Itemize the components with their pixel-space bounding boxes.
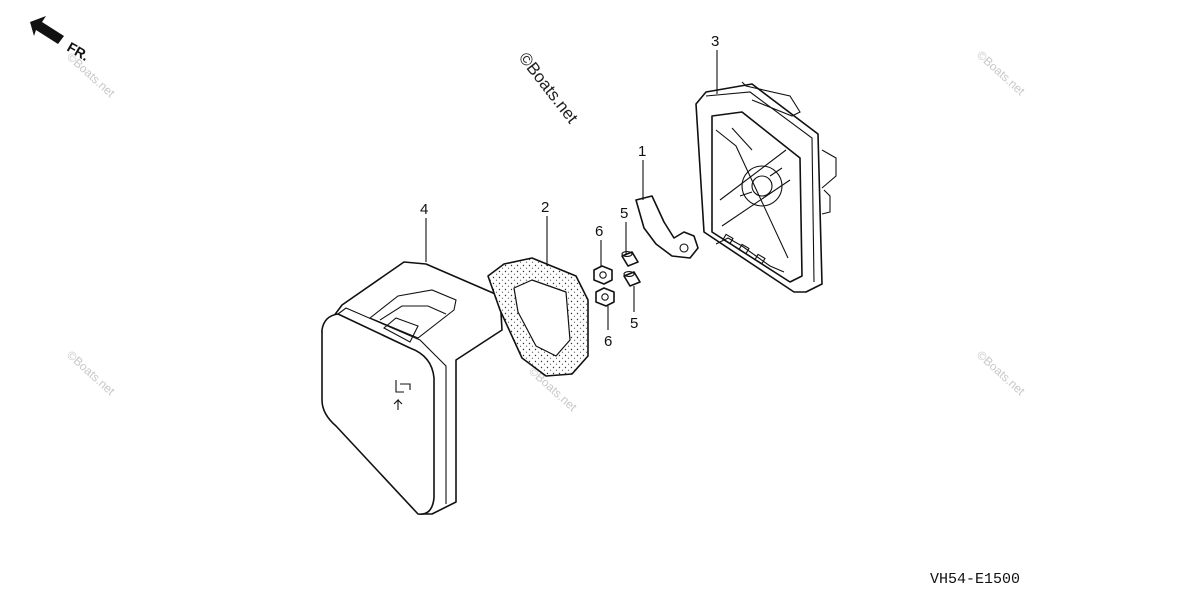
nut-upper xyxy=(593,265,613,285)
watermark-bottom-right: ©Boats.net xyxy=(974,348,1028,399)
callout-3: 3 xyxy=(711,33,719,50)
air-cleaner-cover xyxy=(321,261,503,515)
watermark-top-right: ©Boats.net xyxy=(974,48,1028,99)
callout-1: 1 xyxy=(638,143,646,160)
callout-4: 4 xyxy=(420,201,428,218)
front-direction-arrow-icon xyxy=(30,16,64,44)
callout-6-upper: 6 xyxy=(595,223,603,240)
watermark-bottom-left: ©Boats.net xyxy=(64,348,118,399)
callout-5-lower: 5 xyxy=(630,315,638,332)
diagram-code: VH54-E1500 xyxy=(930,571,1020,588)
watermark-top-left: ©Boats.net xyxy=(64,50,118,101)
callout-5-upper: 5 xyxy=(620,205,628,222)
callout-6-lower: 6 xyxy=(604,333,612,350)
watermark-main: ©Boats.net xyxy=(515,49,582,127)
air-cleaner-case xyxy=(695,81,837,293)
collar-upper xyxy=(621,251,639,267)
nut-lower xyxy=(595,287,615,307)
foam-element xyxy=(487,257,589,377)
bracket-stay xyxy=(635,195,699,259)
callout-2: 2 xyxy=(541,199,549,216)
collar-lower xyxy=(623,271,641,287)
